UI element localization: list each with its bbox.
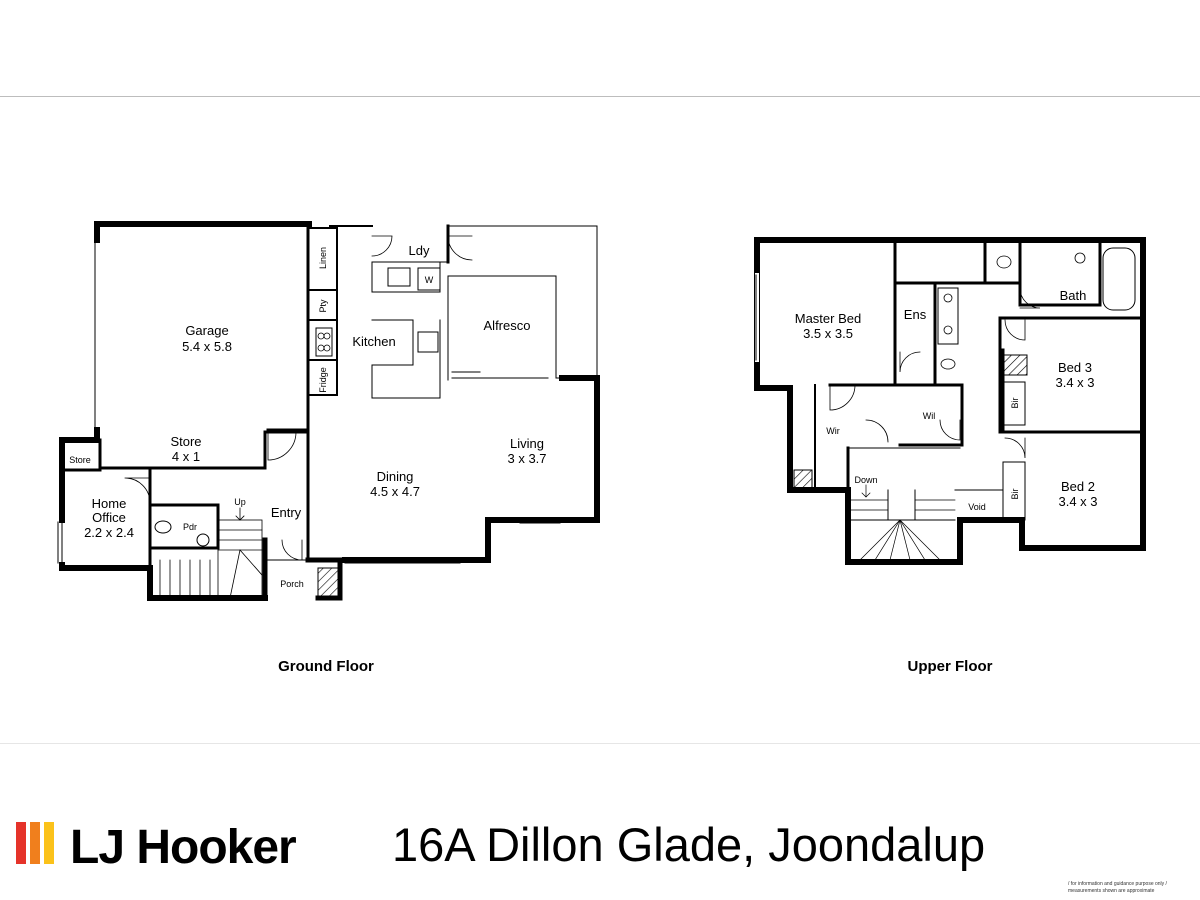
porch-column (317, 567, 339, 599)
living-label: Living (510, 436, 544, 451)
master-bed-size: 3.5 x 3.5 (803, 326, 853, 341)
entry-door-arc (281, 539, 303, 561)
home-office-label-2: Office (92, 510, 126, 525)
floor-plan: Garage 5.4 x 5.8 Store 4 x 1 Store Home … (57, 221, 1146, 675)
logo-bar-red (16, 822, 26, 864)
kitchen-sink-icon (417, 331, 439, 353)
dining-south-wall (342, 375, 600, 563)
upper-stairs (847, 447, 961, 563)
store-size: 4 x 1 (172, 449, 200, 464)
garage-east-wall (266, 224, 310, 434)
bed3-size: 3.4 x 3 (1055, 375, 1094, 390)
disclaimer: / for information and guidance purpose o… (1068, 881, 1167, 894)
pty-label: Pty (318, 299, 328, 313)
wc-walls (983, 238, 1022, 307)
upper-floor-plan (754, 237, 1146, 565)
property-address: 16A Dillon Glade, Joondalup (392, 818, 986, 871)
garage-label: Garage (185, 323, 228, 338)
dining-size: 4.5 x 4.7 (370, 484, 420, 499)
upper-floor-title: Upper Floor (908, 658, 993, 675)
ensuite-toilet-icon (940, 358, 956, 370)
wir-door-arc (829, 384, 856, 411)
cooktop-icon (315, 327, 333, 357)
home-office-size: 2.2 x 2.4 (84, 525, 134, 540)
toilet-icon (154, 520, 172, 534)
kitchen-label: Kitchen (352, 334, 395, 349)
upper-exterior-wall (754, 237, 1146, 565)
bath-label: Bath (1060, 288, 1087, 303)
washer-label: W (425, 275, 434, 285)
bottom-divider (0, 743, 1200, 744)
brand-name: LJ Hooker (70, 821, 297, 874)
bed3-door-arc (1004, 319, 1026, 341)
service-strip (309, 227, 338, 396)
bed2-door-arc (1004, 437, 1026, 459)
garage-size: 5.4 x 5.8 (182, 339, 232, 354)
entry-label: Entry (271, 505, 302, 520)
logo-bar-yellow (44, 822, 54, 864)
living-size: 3 x 3.7 (507, 451, 546, 466)
alfresco-area (447, 225, 598, 379)
master-bed-label: Master Bed (795, 311, 861, 326)
pdr-label: Pdr (183, 522, 197, 532)
store-label: Store (170, 434, 201, 449)
garage-exterior-wall (94, 221, 312, 243)
small-store-label: Store (69, 455, 91, 465)
wir-label: Wir (826, 426, 840, 436)
ground-floor-title: Ground Floor (278, 658, 374, 675)
bath-walls (998, 238, 1145, 320)
washer-box (417, 267, 441, 291)
wil-label: Wil (923, 411, 936, 421)
laundry-ext-door-arc (447, 235, 473, 261)
ensuite-walls (893, 238, 987, 447)
porch-label: Porch (280, 579, 304, 589)
ldy-label: Ldy (409, 243, 430, 258)
ensuite-vanity (937, 287, 959, 345)
void-label: Void (968, 502, 986, 512)
master-ens-wall (828, 238, 897, 387)
store-door-arc (267, 431, 297, 461)
ens-label: Ens (904, 307, 927, 322)
office-door-arc (124, 477, 151, 504)
store-west-wall (59, 427, 100, 473)
bed2-label: Bed 2 (1061, 479, 1095, 494)
up-label: Up (234, 497, 246, 507)
top-divider (0, 96, 1200, 97)
bed3-label: Bed 3 (1058, 360, 1092, 375)
bir-label-2: Bir (1010, 488, 1020, 499)
void-wall (954, 489, 1004, 521)
ground-stairs (159, 507, 263, 599)
linen-label: Linen (318, 247, 328, 269)
down-label: Down (854, 475, 877, 485)
fridge-label: Fridge (318, 367, 328, 393)
bed2-size: 3.4 x 3 (1058, 494, 1097, 509)
wil-door-arc (939, 419, 961, 441)
landing-door-arc (865, 419, 889, 443)
home-office-label: Home (92, 496, 127, 511)
dining-label: Dining (377, 469, 414, 484)
bathtub-icon (1102, 247, 1136, 311)
laundry-sink-icon (387, 267, 411, 287)
bir-label-1: Bir (1010, 397, 1020, 408)
logo-bar-orange (30, 822, 40, 864)
alfresco-label: Alfresco (484, 318, 531, 333)
laundry-door-arc (371, 235, 393, 257)
kitchen-bench (371, 319, 441, 399)
alfresco-sliding-door (447, 275, 549, 381)
ground-floor-plan (57, 221, 600, 601)
